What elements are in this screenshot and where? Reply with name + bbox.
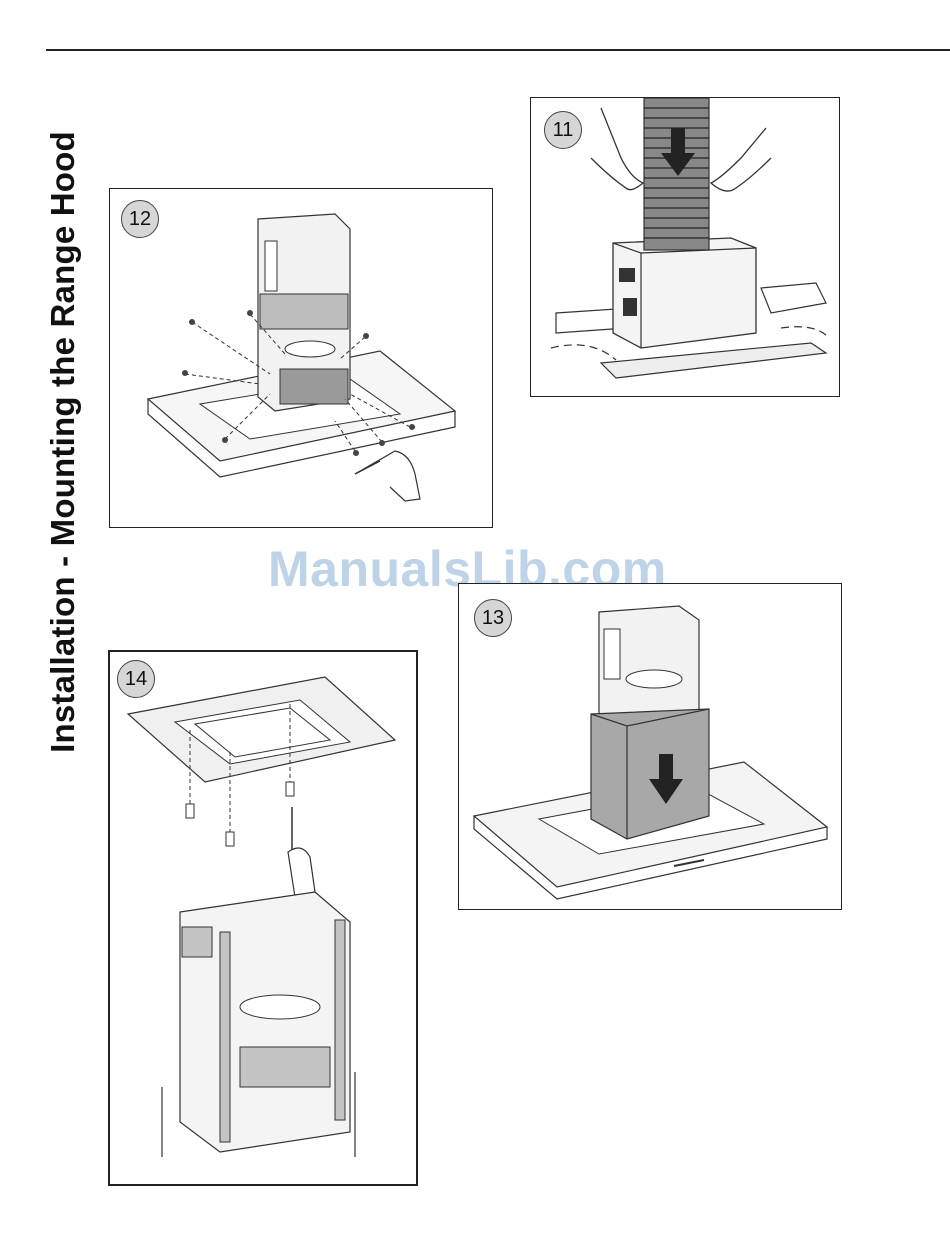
duct-install-illustration [531, 98, 839, 396]
chimney-cover-illustration [459, 584, 841, 909]
figure-step-11: 11 [530, 97, 840, 397]
step-number-badge: 14 [117, 660, 155, 698]
step-number-badge: 12 [121, 200, 159, 238]
step-number-badge: 13 [474, 599, 512, 637]
figure-step-13: 13 [458, 583, 842, 910]
page-title: Installation - Mounting the Range Hood [44, 131, 82, 753]
step-number-badge: 11 [544, 111, 582, 149]
figure-step-14: 14 [108, 650, 418, 1186]
frame-fastening-illustration [110, 189, 492, 527]
header-rule [46, 49, 950, 51]
ceiling-template-illustration [110, 652, 416, 1184]
figure-step-12: 12 [109, 188, 493, 528]
